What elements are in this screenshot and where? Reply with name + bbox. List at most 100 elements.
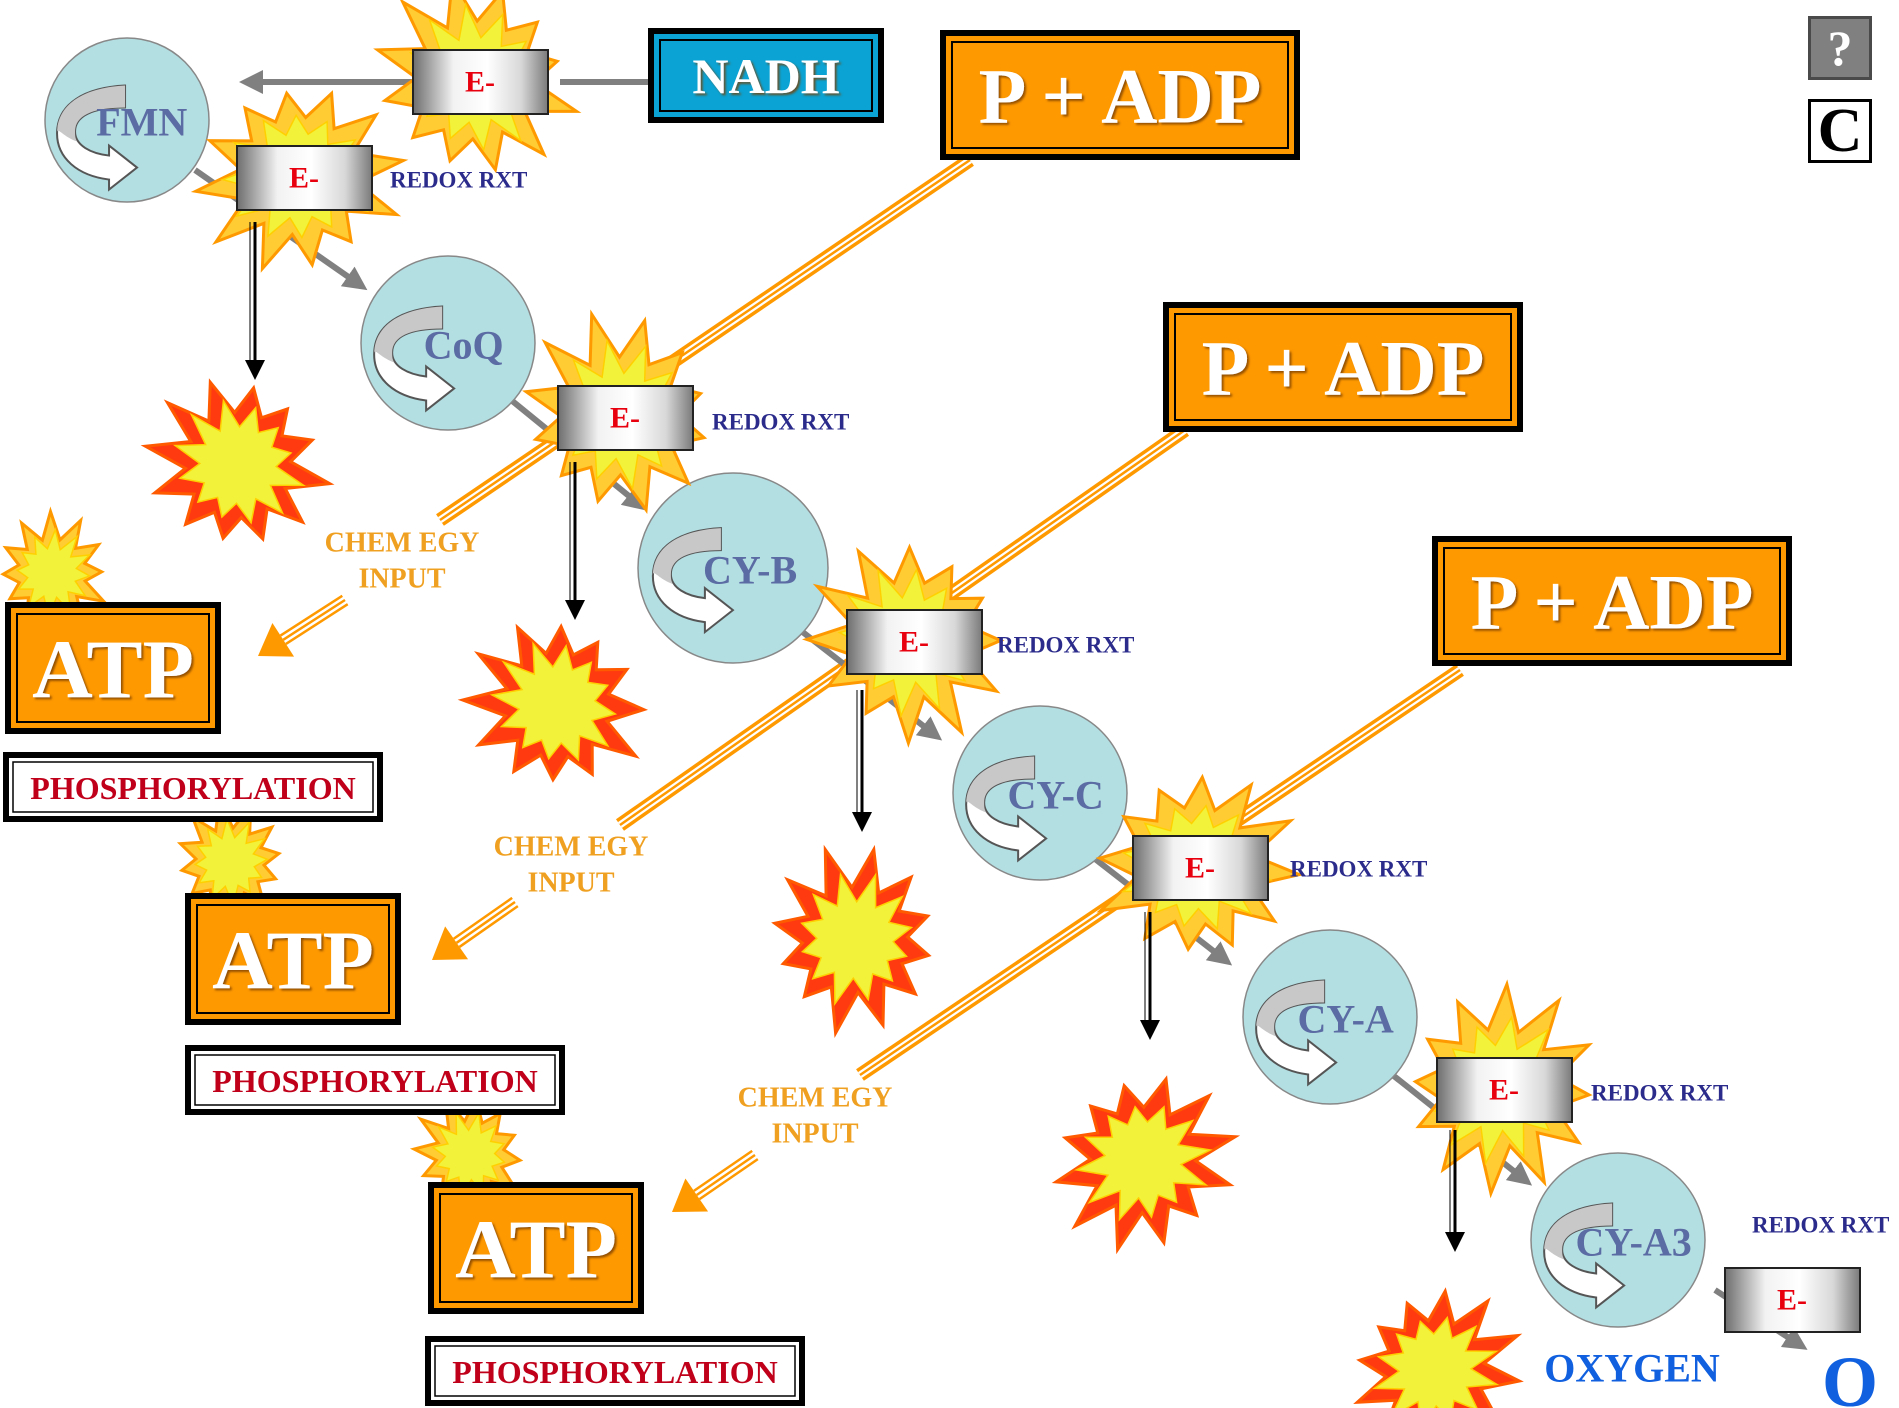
atp-box: ATP — [185, 893, 401, 1025]
electron-box — [1724, 1267, 1861, 1333]
rotate-arrow-icon — [651, 527, 735, 635]
redox-label: REDOX RXT — [712, 410, 849, 435]
electron-box — [1132, 835, 1269, 901]
phosphorylation-label: PHOSPHORYLATION — [212, 1063, 537, 1099]
rotate-arrow-shade — [374, 306, 443, 363]
electron-box — [557, 385, 694, 451]
atp-box-fill — [434, 1188, 638, 1308]
carrier-label: CY-A — [1298, 997, 1394, 1042]
carrier-coq: CoQ — [360, 255, 536, 431]
chem-arrow-line — [698, 1158, 759, 1201]
adp-label: P + ADP — [1202, 325, 1485, 412]
phosphorylation-inner — [194, 1054, 556, 1106]
chem-egy-label: CHEM EGY INPUT — [325, 528, 480, 595]
phosphorylation-fill — [191, 1051, 559, 1109]
down-arrow-head — [1445, 1232, 1465, 1252]
help-button[interactable]: ? — [1808, 16, 1872, 80]
chem-egy-line2: INPUT — [527, 868, 614, 899]
atp-label: ATP — [32, 624, 194, 717]
adp-box-inner — [1174, 313, 1512, 421]
electron-label: E- — [899, 626, 929, 659]
chem-arrow-head — [432, 926, 469, 960]
down-arrow-icon — [1140, 912, 1160, 1040]
oxygen-symbol: O — [1822, 1342, 1878, 1408]
chem-arrow-line — [455, 900, 516, 944]
phosphorylation-label: PHOSPHORYLATION — [30, 770, 355, 806]
rotate-arrow-shade — [652, 528, 721, 585]
atp-box-inner — [439, 1193, 633, 1303]
down-arrow-icon — [245, 222, 265, 380]
carrier-fmn: FMN — [44, 37, 210, 203]
atp-box: ATP — [5, 602, 221, 734]
nadh-label: NADH — [692, 48, 839, 104]
burst-inner — [800, 872, 914, 1006]
starburst-icon — [771, 844, 932, 1038]
electron-nadh: E- — [412, 49, 549, 115]
adp-box-fill — [946, 36, 1294, 154]
carrier-label: FMN — [96, 100, 187, 145]
rotate-arrow-icon — [1255, 979, 1338, 1087]
chem-egy-line2: INPUT — [358, 564, 445, 595]
chem-arrow-line — [693, 1149, 753, 1192]
down-arrow-icon — [565, 462, 585, 620]
chem-egy-line1: CHEM EGY — [494, 832, 649, 863]
rotate-arrow-icon — [1543, 1202, 1626, 1310]
down-arrow-head — [245, 360, 265, 380]
adp-label: P + ADP — [979, 53, 1262, 140]
chem-arrow-head — [672, 1178, 709, 1212]
chem-egy-label: CHEM EGY INPUT — [494, 832, 649, 899]
burst-inner — [1074, 1105, 1213, 1222]
starburst-icon — [1051, 1075, 1241, 1255]
adp-box-fill — [1169, 308, 1517, 426]
adp-box: P + ADP — [940, 30, 1300, 160]
redox-label: REDOX RXT — [997, 633, 1134, 658]
starburst-icon — [140, 378, 335, 543]
carrier-cy-a: CY-A — [1242, 929, 1418, 1105]
atp-box-fill — [191, 899, 395, 1019]
atp-box: ATP — [428, 1182, 644, 1314]
adp-label: P + ADP — [1471, 559, 1754, 646]
electron-6: E- — [1724, 1267, 1861, 1333]
burst-inner — [489, 641, 618, 762]
electron-box — [412, 49, 549, 115]
chem-egy-line1: CHEM EGY — [325, 528, 480, 559]
adp-box-inner — [951, 41, 1289, 149]
chem-arrow-line — [458, 905, 519, 948]
adp-box: P + ADP — [1432, 536, 1792, 666]
burst-inner — [1372, 1315, 1500, 1408]
phosphorylation-inner — [434, 1345, 796, 1397]
starburst-icon — [1353, 1287, 1524, 1408]
down-arrow-head — [565, 600, 585, 620]
chem-arrow-head — [258, 622, 295, 657]
phosphorylation-fill — [9, 758, 377, 816]
carrier-label: CY-B — [703, 548, 797, 593]
stripe-core — [439, 158, 971, 522]
electron-box — [846, 609, 983, 675]
electron-box — [236, 145, 373, 211]
phosphorylation-label: PHOSPHORYLATION — [452, 1354, 777, 1390]
adp-box-fill — [1438, 542, 1786, 660]
redox-label: REDOX RXT — [1752, 1213, 1889, 1238]
starburst-icon — [457, 623, 649, 783]
rotate-arrow-icon — [373, 305, 456, 413]
adp-box-inner — [1443, 547, 1781, 655]
left-arrow-icon — [258, 594, 349, 657]
electron-3: E- — [846, 609, 983, 675]
phosphorylation-fill — [431, 1342, 799, 1400]
phosphorylation-inner — [12, 761, 374, 813]
chem-arrow-line — [453, 896, 513, 940]
carrier-label: CY-A3 — [1576, 1220, 1692, 1265]
atp-label: ATP — [212, 915, 374, 1008]
chem-egy-line2: INPUT — [771, 1119, 858, 1150]
phosphorylation-box: PHOSPHORYLATION — [425, 1336, 805, 1406]
c-button[interactable]: C — [1808, 97, 1872, 165]
rotate-arrow-shade — [57, 85, 126, 142]
rotate-arrow-shade — [1544, 1203, 1613, 1260]
electron-label: E- — [1185, 852, 1215, 885]
redox-label: REDOX RXT — [1290, 857, 1427, 882]
rotate-arrow-shade — [1256, 980, 1325, 1037]
carrier-cy-c: CY-C — [952, 705, 1128, 881]
chem-arrow-line — [696, 1153, 756, 1197]
down-arrow-icon — [852, 690, 872, 832]
